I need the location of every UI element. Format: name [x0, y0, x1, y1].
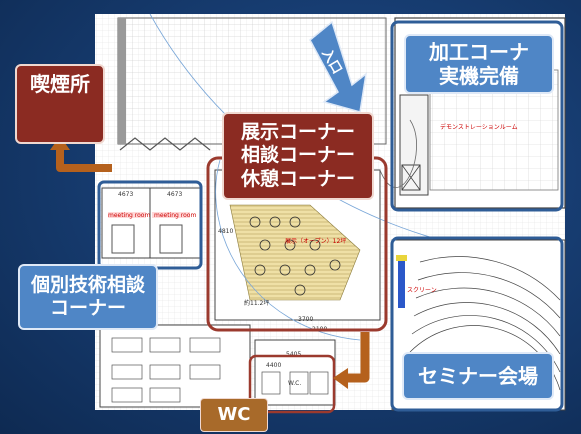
meeting-room-b-text: meeting room: [154, 212, 197, 219]
processing-frame: [390, 20, 564, 212]
exhibition-corner-label: 展示コーナー 相談コーナー 休憩コーナー: [222, 112, 374, 200]
wc-small-text: W.C.: [288, 380, 302, 387]
consult-frame: [97, 180, 203, 270]
wc-frame: [248, 354, 336, 414]
dimension-left: 4810: [218, 228, 234, 235]
dimension-low: 5405: [286, 351, 302, 358]
screen-text: スクリーン: [407, 287, 437, 294]
entrance-arrow: [309, 20, 368, 113]
consultation-corner-label: 個別技術相談 コーナー: [18, 264, 158, 330]
seminar-hall-label: セミナー会場: [402, 352, 554, 400]
processing-corner-label: 加工コーナ 実機完備: [404, 34, 554, 94]
dimension-mid: 3700: [298, 316, 314, 323]
smoking-area-label: 喫煙所: [15, 64, 105, 144]
dimension-top-a: 4673: [118, 191, 134, 198]
dimension-wc: 4400: [266, 362, 282, 369]
wc-arrow: [345, 332, 370, 383]
open-area-text: 展示（オープン）12坪: [285, 238, 347, 245]
dimension-top-b: 4673: [167, 191, 183, 198]
area-left-text: 約11.2坪: [244, 300, 270, 307]
smoking-arrow: [56, 140, 112, 172]
demo-room-text: デモンストレーションルーム: [440, 124, 518, 131]
meeting-room-a-text: meeting room: [108, 212, 151, 219]
seminar-frame: [390, 236, 564, 412]
wc-label: WC: [200, 398, 268, 432]
